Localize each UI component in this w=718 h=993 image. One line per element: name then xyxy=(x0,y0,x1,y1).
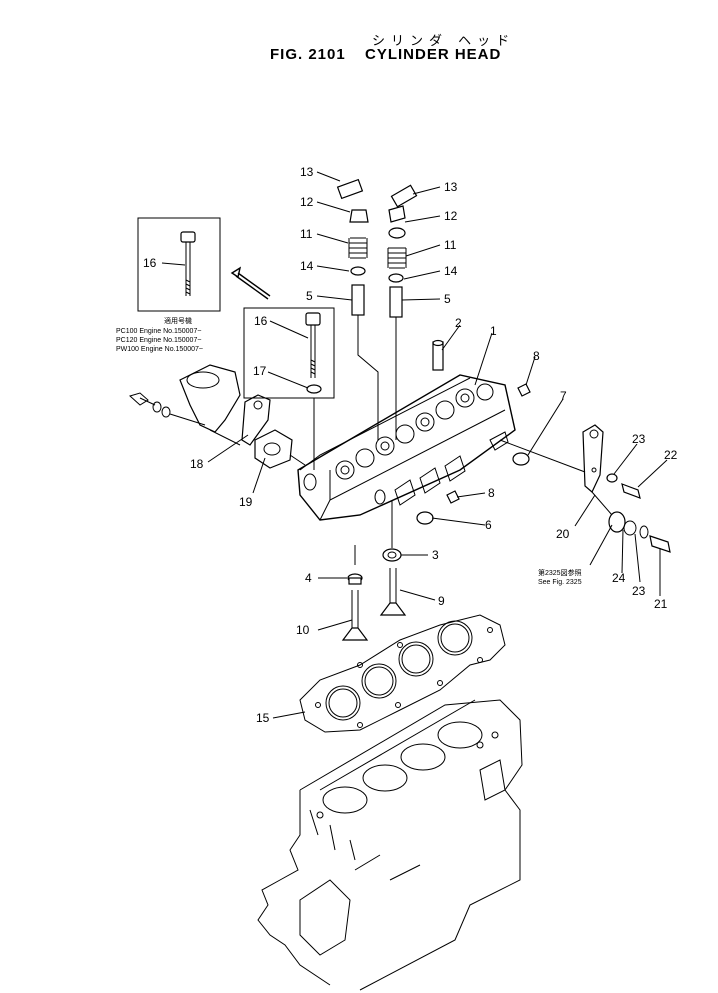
plug-8-upper xyxy=(517,383,531,397)
callout-11-right: 11 xyxy=(444,238,457,252)
arrow-icon xyxy=(230,266,271,300)
bolt-16-inset xyxy=(180,231,196,296)
callout-13-left: 13 xyxy=(300,165,314,179)
inset-box-bolt-16 xyxy=(137,217,221,312)
callout-11-left: 11 xyxy=(300,227,313,241)
callout-5-left: 5 xyxy=(306,289,313,303)
plug-8-lower xyxy=(446,490,460,504)
callout-4: 4 xyxy=(305,571,312,585)
callout-17: 17 xyxy=(253,364,267,378)
callout-2: 2 xyxy=(455,316,462,330)
callout-20: 20 xyxy=(556,527,570,541)
figure-number: FIG. 2101 xyxy=(270,46,346,63)
thermostat-housing xyxy=(129,364,241,446)
callout-21: 21 xyxy=(654,597,668,611)
valve-train-left xyxy=(336,178,379,440)
callout-9: 9 xyxy=(438,594,445,608)
callout-13-right: 13 xyxy=(444,180,458,194)
applicability-heading: 適用号機 xyxy=(164,316,192,325)
callout-23-lower: 23 xyxy=(632,584,646,598)
cylinder-head xyxy=(297,374,516,521)
callout-8-upper: 8 xyxy=(533,349,540,363)
plug-7 xyxy=(512,452,530,466)
bracket-18 xyxy=(241,394,271,446)
callout-19: 19 xyxy=(239,495,253,509)
leader-lines xyxy=(161,171,668,719)
title-japanese: シリンダ ヘッド xyxy=(372,34,516,49)
reference-note-en: See Fig. 2325 xyxy=(538,579,582,586)
callout-10: 10 xyxy=(296,623,310,637)
callout-8-lower: 8 xyxy=(488,486,495,500)
valve-train-right xyxy=(387,184,418,440)
applicability-line-pw100: PW100 Engine No.150007~ xyxy=(116,346,203,353)
callout-12-left: 12 xyxy=(300,195,314,209)
figure-title: CYLINDER HEAD xyxy=(365,46,502,63)
bolt-16-main xyxy=(305,312,322,394)
engine-block-outline xyxy=(257,699,523,991)
rocker-detail xyxy=(335,383,494,480)
callout-18: 18 xyxy=(190,457,204,471)
applicability-line-pc120: PC120 Engine No.150007~ xyxy=(116,337,201,344)
callout-16-main: 16 xyxy=(254,314,268,328)
lifting-bracket xyxy=(499,424,671,553)
head-gasket xyxy=(299,614,506,733)
lower-valves xyxy=(341,500,407,641)
reference-note-jp: 第2325図参照 xyxy=(538,568,582,577)
callout-24: 24 xyxy=(612,571,626,585)
box-bolt-16-washer-17 xyxy=(243,307,335,399)
callout-15: 15 xyxy=(256,711,270,725)
callout-16-inset: 16 xyxy=(143,256,157,270)
callout-1: 1 xyxy=(490,324,497,338)
callout-22: 22 xyxy=(664,448,678,462)
callout-12-right: 12 xyxy=(444,209,458,223)
callout-14-right: 14 xyxy=(444,264,458,278)
callout-7: 7 xyxy=(560,389,567,403)
part-2-sleeve xyxy=(432,341,444,371)
callout-3: 3 xyxy=(432,548,439,562)
applicability-line-pc100: PC100 Engine No.150007~ xyxy=(116,328,201,335)
callout-6: 6 xyxy=(485,518,492,532)
callout-14-left: 14 xyxy=(300,259,314,273)
callout-23-upper: 23 xyxy=(632,432,646,446)
gasket-19 xyxy=(254,429,293,469)
callout-5-right: 5 xyxy=(444,292,451,306)
plug-6 xyxy=(416,511,434,525)
